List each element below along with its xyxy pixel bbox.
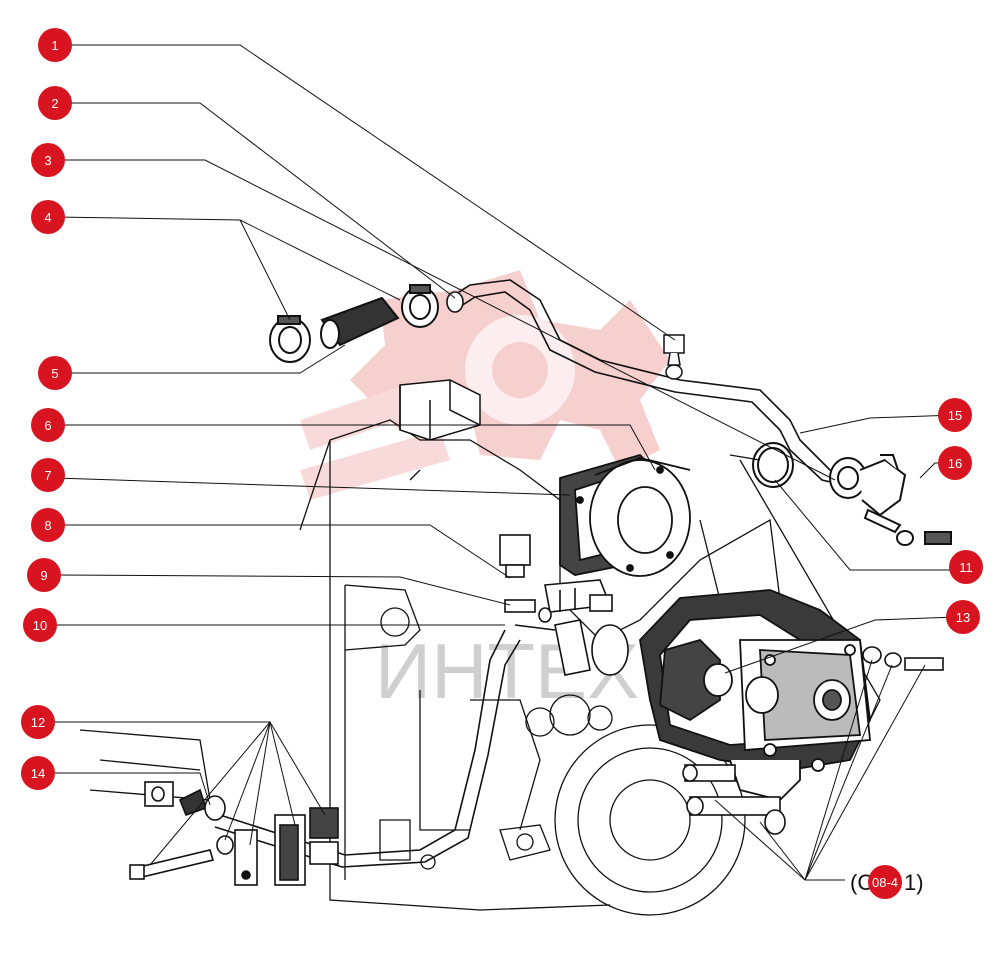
svg-text:13: 13	[956, 610, 970, 625]
reference-marker	[868, 865, 902, 899]
callout-1: 1	[38, 28, 72, 62]
reference-label: (C 08-4 1)	[850, 865, 924, 899]
svg-text:5: 5	[51, 366, 58, 381]
leader-lines	[54, 44, 956, 881]
callout-8: 8	[31, 508, 65, 542]
upper-pipe	[446, 279, 871, 491]
svg-text:2: 2	[51, 96, 58, 111]
svg-text:10: 10	[33, 618, 47, 633]
svg-text:7: 7	[44, 468, 51, 483]
svg-text:14: 14	[31, 766, 45, 781]
callout-4: 4	[31, 200, 65, 234]
elbow-nut	[144, 781, 226, 821]
svg-text:1: 1	[51, 38, 58, 53]
lower-pipe	[214, 629, 521, 868]
callout-16: 16	[938, 446, 972, 480]
callouts: 1 2 3 4 5 6 7 8	[21, 28, 983, 790]
svg-text:08-4: 08-4	[872, 875, 898, 890]
callout-12: 12	[21, 705, 55, 739]
callout-11: 11	[949, 550, 983, 584]
svg-text:4: 4	[44, 210, 51, 225]
svg-text:1): 1)	[904, 870, 924, 895]
callout-10: 10	[23, 608, 57, 642]
callout-7: 7	[31, 458, 65, 492]
callout-3: 3	[31, 143, 65, 177]
svg-text:6: 6	[44, 418, 51, 433]
svg-text:12: 12	[31, 715, 45, 730]
hose-assembly	[269, 284, 439, 363]
o-ring	[752, 442, 794, 488]
callout-14: 14	[21, 756, 55, 790]
callout-2: 2	[38, 86, 72, 120]
union-fitting	[504, 599, 629, 676]
callout-6: 6	[31, 408, 65, 442]
pump-studs	[682, 646, 944, 835]
hydraulic-pump	[639, 589, 871, 801]
banjo-bolt	[663, 334, 685, 380]
bracket-block	[399, 379, 481, 441]
svg-text:8: 8	[44, 518, 51, 533]
elbow-fitting	[499, 534, 613, 613]
flange-adapter	[559, 453, 691, 577]
callout-15: 15	[938, 398, 972, 432]
callout-9: 9	[27, 558, 61, 592]
svg-text:16: 16	[948, 456, 962, 471]
svg-text:9: 9	[40, 568, 47, 583]
callout-5: 5	[38, 356, 72, 390]
svg-text:15: 15	[948, 408, 962, 423]
oring-banjo	[752, 442, 952, 546]
svg-text:11: 11	[959, 560, 973, 575]
svg-text:(C: (C	[850, 870, 873, 895]
svg-text:3: 3	[44, 153, 51, 168]
callout-13: 13	[946, 600, 980, 634]
